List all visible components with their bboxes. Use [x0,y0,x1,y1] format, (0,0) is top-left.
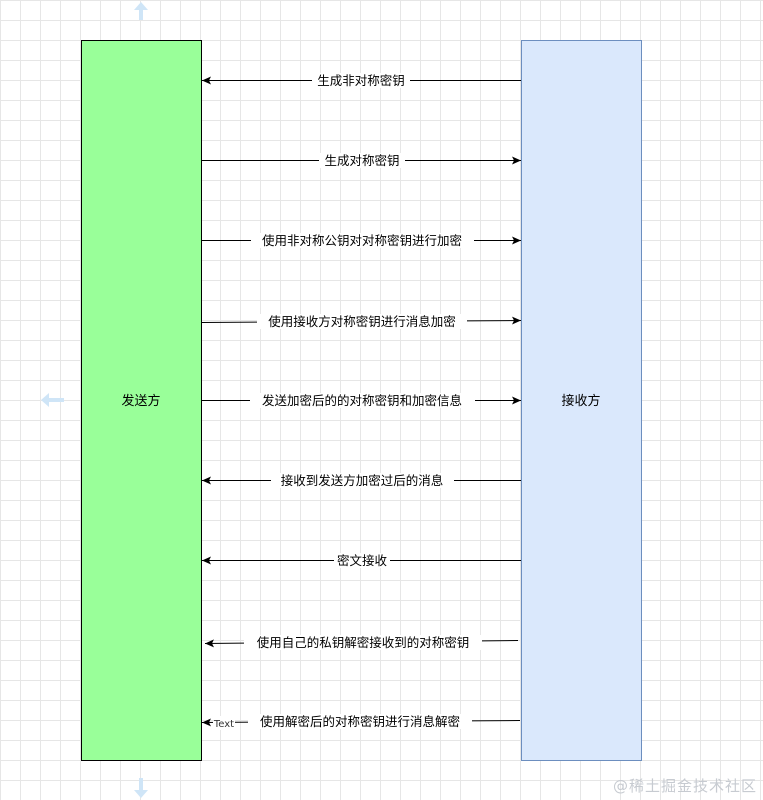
canvas-handle-down-icon[interactable] [134,778,148,798]
canvas-handle-up-icon[interactable] [134,2,148,20]
canvas-handle-left-icon[interactable] [41,393,64,407]
sender-label: 发送方 [121,393,160,409]
message-arrow-9[interactable]: Text 使用解密后的对称密钥进行消息解密 [201,714,521,730]
message-label-5: 发送加密后的的对称密钥和加密信息 [262,393,462,408]
message-label-4: 使用接收方对称密钥进行消息加密 [268,314,456,329]
sender-actor-box[interactable]: 发送方 [81,40,202,761]
message-label-3: 使用非对称公钥对对称密钥进行加密 [262,233,462,248]
message-label-6: 接收到发送方加密过后的消息 [281,473,444,488]
message-arrow-1[interactable]: 生成非对称密钥 [202,73,521,88]
message-arrow-2[interactable]: 生成对称密钥 [202,153,521,168]
message-arrow-8[interactable]: 使用自己的私钥解密接收到的对称密钥 [204,635,519,650]
message-arrow-7[interactable]: 密文接收 [202,553,521,568]
receiver-label: 接收方 [561,393,600,409]
extra-text-label: Text [213,719,234,730]
message-arrow-5[interactable]: 发送加密后的的对称密钥和加密信息 [202,393,521,408]
message-label-2: 生成对称密钥 [324,153,399,168]
message-arrow-4[interactable]: 使用接收方对称密钥进行消息加密 [201,314,522,329]
message-label-1: 生成非对称密钥 [317,73,405,88]
message-arrow-3[interactable]: 使用非对称公钥对对称密钥进行加密 [202,233,521,248]
message-label-9: 使用解密后的对称密钥进行消息解密 [260,714,460,729]
watermark-text: @稀土掘金技术社区 [612,777,757,795]
message-arrow-6[interactable]: 接收到发送方加密过后的消息 [202,473,521,488]
message-label-7: 密文接收 [337,553,388,568]
receiver-actor-box[interactable]: 接收方 [521,40,642,761]
message-label-8: 使用自己的私钥解密接收到的对称密钥 [257,635,470,650]
